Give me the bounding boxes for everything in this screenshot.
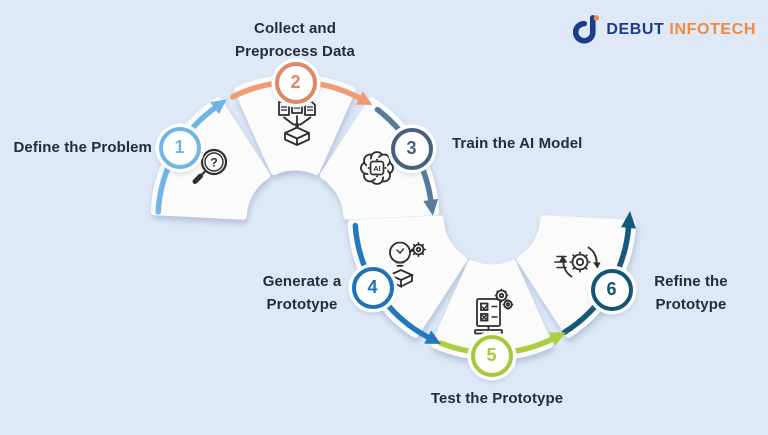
step-5-label: Test the Prototype [430, 390, 564, 407]
documents-to-box-icon [270, 96, 324, 150]
ai-brain-chip-icon: AI [350, 143, 404, 197]
step-3-label: Train the AI Model [452, 135, 583, 152]
step-6-number: 6 [606, 279, 617, 299]
step-6-label: Refine the Prototype [654, 273, 728, 313]
step-2-label: Collect and Preprocess Data [235, 20, 355, 60]
step-4-badge: 4 [351, 266, 394, 309]
step-2-number: 2 [290, 72, 301, 92]
refine-cycle-gear-icon [550, 235, 604, 289]
bulb-gear-prototype-icon [378, 238, 432, 292]
debut-infotech-logo: DEBUT INFOTECH [573, 13, 756, 46]
step-1-badge: 1 [158, 126, 201, 169]
step-1-number: 1 [174, 137, 185, 157]
logo-word-infotech: INFOTECH [669, 20, 756, 38]
arrowhead-step-1 [210, 99, 227, 115]
step-6-badge: 6 [590, 268, 633, 311]
step-4-number: 4 [367, 277, 378, 297]
step-3-number: 3 [406, 138, 417, 158]
step-3-badge: 3 [390, 127, 433, 170]
logo-word-debut: DEBUT [606, 20, 665, 38]
step-1-label: Define the Problem [13, 139, 152, 156]
arrowhead-step-6 [621, 211, 636, 229]
arrowhead-step-4 [424, 330, 441, 344]
arrowhead-step-5 [548, 332, 566, 346]
ai-chip-glyph: AI [373, 164, 381, 173]
step-4-label: Generate a Prototype [262, 273, 342, 313]
arrowhead-step-2 [355, 91, 373, 105]
step-5-number: 5 [486, 345, 497, 365]
magnifier-question-glyph: ? [210, 155, 217, 169]
test-checklist-monitor-icon [464, 286, 518, 340]
step-5-badge: 5 [470, 334, 513, 377]
magnifier-question-icon: ? [183, 143, 237, 197]
arrowhead-step-3 [423, 198, 439, 216]
logo-d-mark [573, 15, 600, 44]
step-2-badge: 2 [274, 61, 317, 104]
